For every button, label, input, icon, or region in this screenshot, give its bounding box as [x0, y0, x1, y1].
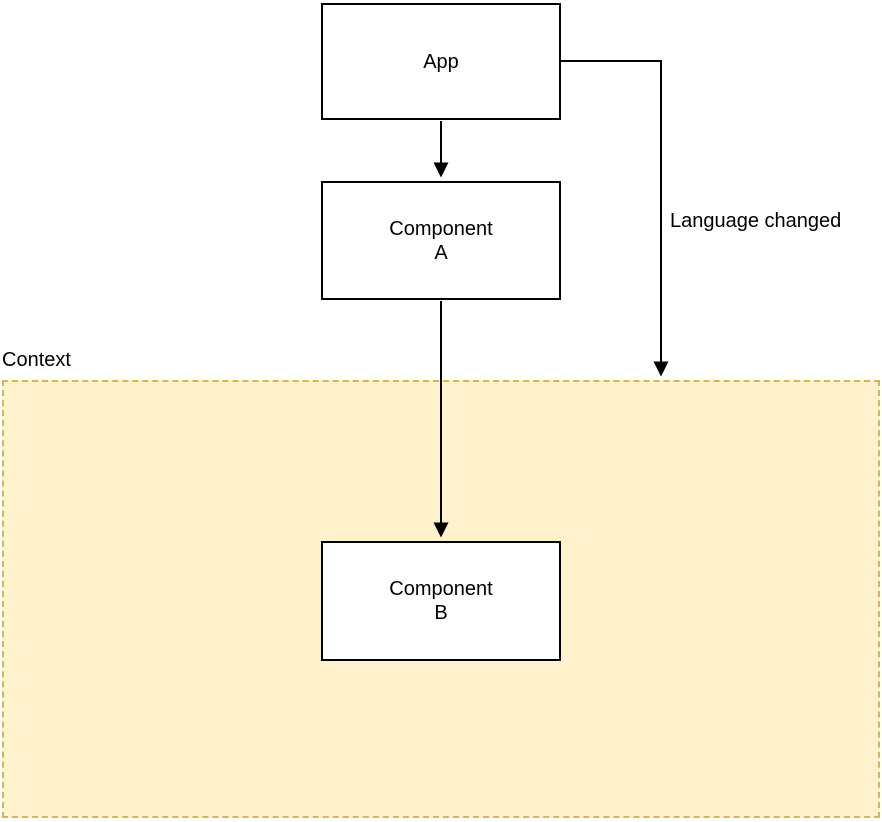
- edge-label-language-changed: Language changed: [670, 210, 842, 232]
- edge-app-to-context: [561, 60, 669, 377]
- node-app: App: [321, 3, 561, 120]
- node-component-b: Component B: [321, 541, 561, 661]
- context-group-label: Context: [2, 349, 71, 371]
- node-component-a: Component A: [321, 181, 561, 300]
